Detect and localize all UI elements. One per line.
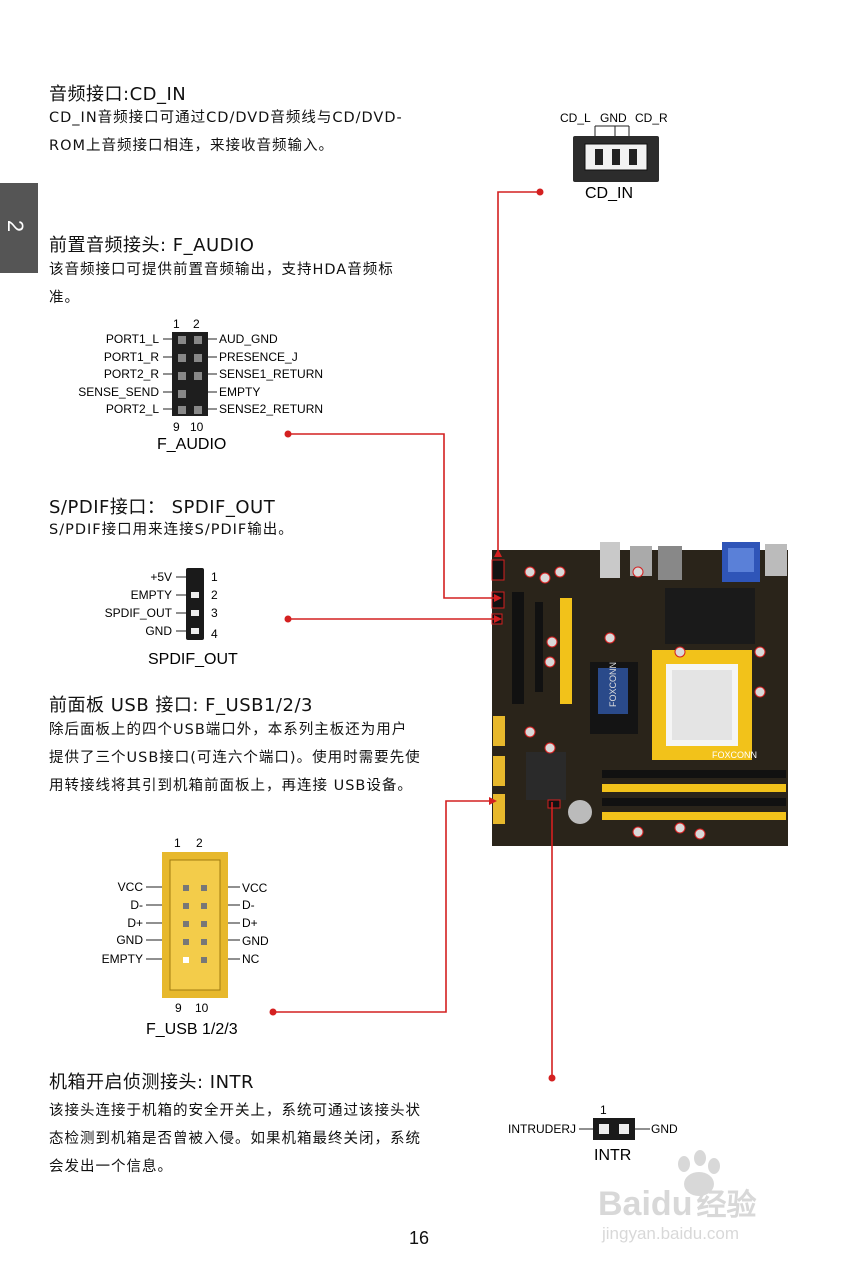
intr-left-label: INTRUDERJ (508, 1122, 576, 1136)
spdif-left-label: GND (145, 624, 172, 638)
f-audio-left-label: SENSE_SEND (78, 385, 159, 399)
f-audio-title: 前置音频接头: F_AUDIO (49, 235, 255, 256)
f-usb-right-label: VCC (242, 881, 268, 895)
f-audio-caption: F_AUDIO (157, 436, 226, 453)
chapter-tab: 2 (0, 183, 38, 273)
spdif-left-label: SPDIF_OUT (105, 606, 173, 620)
f-usb-right-label: GND (242, 934, 269, 948)
f-audio-pin-num: 9 (173, 420, 180, 434)
f-usb-left-label: D+ (127, 916, 143, 930)
intr-header-diagram: 1 INTRUDERJ GND INTR (508, 1103, 678, 1164)
f-usb-body: 除后面板上的四个USB端口外，本系列主板还为用户提供了三个USB接口(可连六个端… (49, 722, 421, 794)
f-usb-pin-num: 9 (175, 1001, 182, 1015)
f-usb-left-label: VCC (118, 880, 144, 894)
f-audio-right-label: PRESENCE_J (219, 350, 298, 364)
intr-pin-num: 1 (600, 1103, 607, 1117)
spdif-body: S/PDIF接口用来连接S/PDIF输出。 (49, 522, 294, 538)
watermark-brand-2: du (650, 1185, 693, 1223)
f-usb-pin-num: 10 (195, 1001, 209, 1015)
f-audio-pin-num: 2 (193, 317, 200, 331)
watermark-url: jingyan.baidu.com (602, 1224, 740, 1243)
f-usb-right-label: D+ (242, 916, 258, 930)
f-audio-pin-num: 1 (173, 317, 180, 331)
cd-in-caption: CD_IN (585, 185, 633, 202)
cd-in-pin-label: CD_R (635, 111, 668, 125)
f-usb-header-diagram: 1 2 VCC D- D+ GND EMPTY VCC D- D+ GND NC… (102, 836, 269, 1038)
f-audio-left-label: PORT2_L (106, 402, 159, 416)
intr-title: 机箱开启侦测接头: INTR (49, 1072, 255, 1093)
f-audio-left-label: PORT1_L (106, 332, 159, 346)
spdif-pin-num: 4 (211, 627, 218, 641)
f-usb-pin-num: 2 (196, 836, 203, 850)
f-audio-left-label: PORT2_R (104, 367, 159, 381)
f-usb-left-label: D- (130, 898, 143, 912)
f-audio-pin-num: 10 (190, 420, 204, 434)
f-audio-right-label: AUD_GND (219, 332, 278, 346)
paw-logo (670, 1150, 726, 1200)
watermark-cn: 经验 (696, 1188, 757, 1223)
f-audio-header-diagram: 1 2 PORT1_L PORT1_R PORT2_R SENSE_SEND P… (78, 317, 323, 453)
cd-in-connector: CD_L GND CD_R CD_IN (560, 111, 668, 202)
f-usb-left-label: GND (116, 933, 143, 947)
spdif-pin-num: 3 (211, 606, 218, 620)
page-number: 16 (409, 1228, 430, 1248)
cd-in-pin-label: CD_L (560, 111, 591, 125)
spdif-pin-num: 2 (211, 588, 218, 602)
intr-right-label: GND (651, 1122, 678, 1136)
f-usb-right-label: D- (242, 898, 255, 912)
spdif-header-diagram: +5V EMPTY SPDIF_OUT GND 1 2 3 4 SPDIF_OU… (105, 568, 238, 668)
intr-body: 该接头连接于机箱的安全开关上，系统可通过该接头状态检测到机箱是否曾被入侵。如果机… (49, 1103, 421, 1175)
board-brand-2: FOXCONN (712, 750, 757, 760)
spdif-caption: SPDIF_OUT (148, 651, 238, 668)
spdif-left-label: +5V (150, 570, 172, 584)
f-audio-body: 该音频接口可提供前置音频输出，支持HDA音频标准。 (49, 262, 394, 306)
f-usb-right-label: NC (242, 952, 260, 966)
spdif-left-label: EMPTY (131, 588, 172, 602)
spdif-pin-num: 1 (211, 570, 218, 584)
f-usb-left-label: EMPTY (102, 952, 143, 966)
cd-in-title: 音频接口:CD_IN (49, 84, 187, 105)
f-audio-right-label: SENSE2_RETURN (219, 402, 323, 416)
cd-in-body: CD_IN音频接口可通过CD/DVD音频线与CD/DVD-ROM上音频接口相连，… (49, 110, 403, 154)
spdif-title: S/PDIF接口： SPDIF_OUT (49, 497, 276, 518)
f-usb-pin-num: 1 (174, 836, 181, 850)
f-audio-right-label: SENSE1_RETURN (219, 367, 323, 381)
watermark-brand: Bai (598, 1185, 651, 1223)
cd-in-pin-label: GND (600, 111, 627, 125)
board-brand: FOXCONN (608, 662, 618, 707)
f-usb-title: 前面板 USB 接口: F_USB1/2/3 (49, 695, 313, 716)
f-usb-caption: F_USB 1/2/3 (146, 1021, 238, 1038)
motherboard-image: FOXCONN FOXCONN (491, 542, 788, 846)
f-audio-left-label: PORT1_R (104, 350, 159, 364)
intr-caption: INTR (594, 1147, 631, 1164)
f-audio-right-label: EMPTY (219, 385, 260, 399)
